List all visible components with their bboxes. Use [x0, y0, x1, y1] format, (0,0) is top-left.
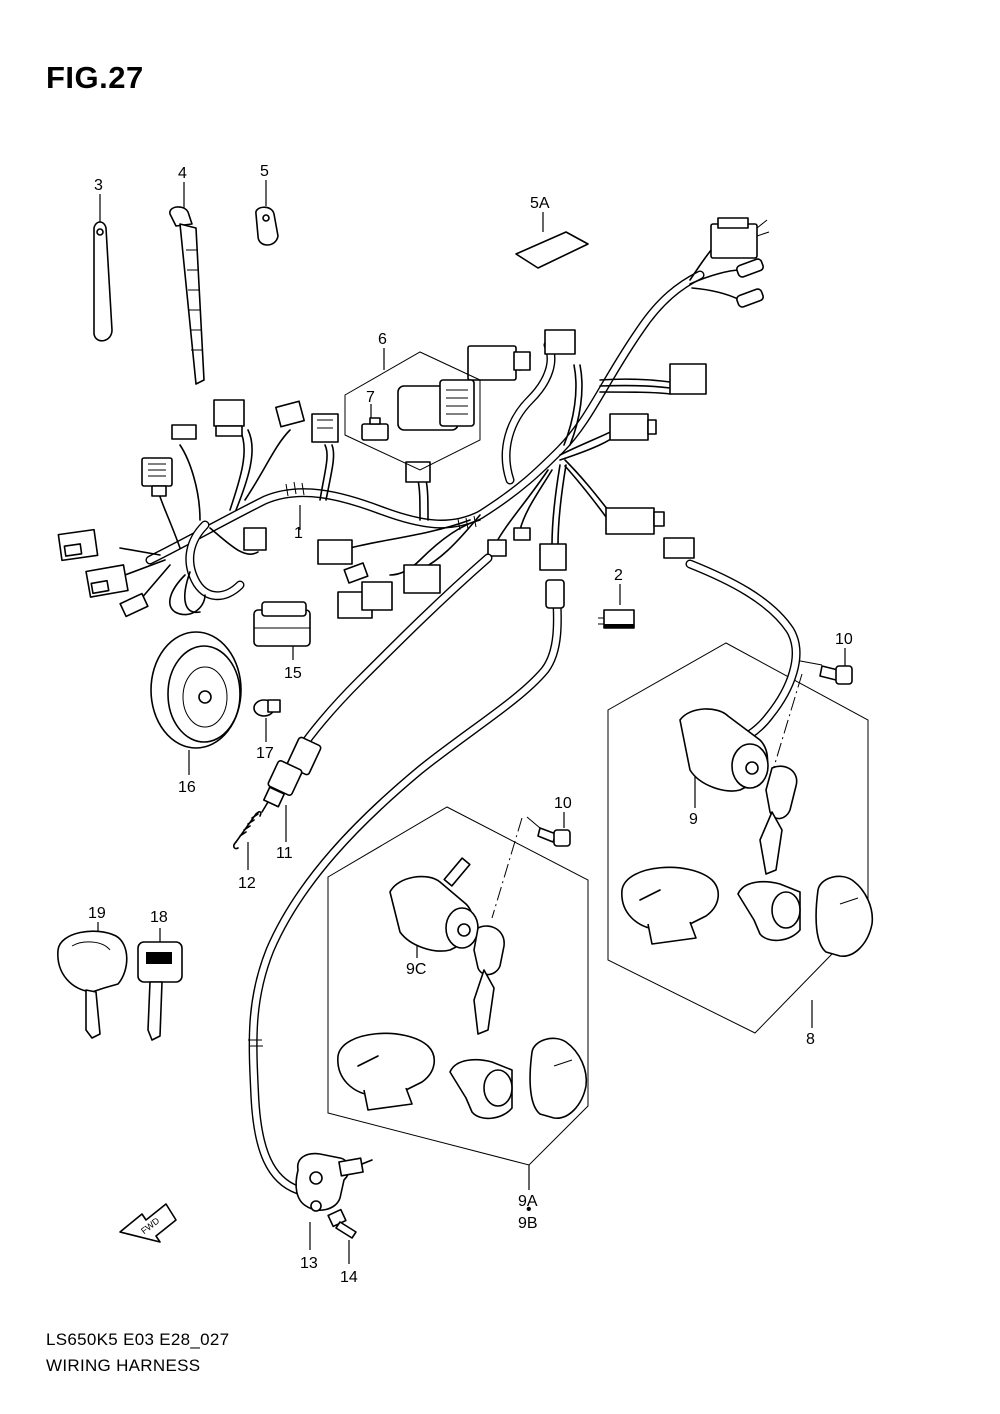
- part-label-13: 13: [300, 1255, 318, 1272]
- part-label-12: 12: [238, 875, 256, 892]
- part-label-17: 17: [256, 745, 274, 762]
- horn-bolt-part-17: [253, 699, 281, 717]
- part-label-15: 15: [284, 665, 302, 682]
- figure-title: FIG.27: [46, 60, 144, 95]
- terminal-connector-part-2: [598, 609, 635, 629]
- wire-band-part-3: [93, 221, 113, 342]
- part-label-9a: 9A: [518, 1193, 538, 1210]
- cable-tie-part-4: [169, 206, 205, 385]
- part-label-10-lower: 10: [554, 795, 572, 812]
- part-label-14: 14: [340, 1269, 358, 1286]
- part-label-7: 7: [366, 389, 375, 406]
- part-label-19: 19: [88, 905, 106, 922]
- harness-connectors: [57, 217, 770, 619]
- part-label-9b: 9B: [518, 1215, 538, 1232]
- kit-box-9c: [327, 806, 589, 1166]
- rear-brake-switch-part-13: [295, 1152, 373, 1212]
- brake-light-switch-part-11: [261, 736, 322, 813]
- part-label-10-upper: 10: [835, 631, 853, 648]
- sticker-part-5a: [515, 231, 589, 269]
- part-label-2: 2: [614, 567, 623, 584]
- part-label-8: 8: [806, 1031, 815, 1048]
- seat-lock-kit-9a-9b: [337, 1032, 588, 1120]
- ignition-switch-part-9c: [389, 857, 505, 1035]
- part-label-5: 5: [260, 163, 269, 180]
- part-label-4: 4: [178, 165, 187, 182]
- key-blank-part-19: [57, 930, 128, 1039]
- clamp-part-5: [255, 206, 279, 246]
- screw-part-10-upper: [819, 665, 853, 685]
- relay-part-15: [253, 601, 311, 647]
- ignition-switch-part-9: [679, 708, 798, 875]
- part-label-16: 16: [178, 779, 196, 796]
- kit-box-8: [607, 642, 869, 1034]
- part-label-9c: 9C: [406, 961, 426, 978]
- brake-switch-cable: [248, 553, 801, 1195]
- key-part-18: [137, 941, 183, 1041]
- part-label-11: 11: [276, 845, 293, 862]
- forward-direction-arrow-icon: FWD: [119, 1203, 177, 1243]
- part-label-9: 9: [689, 811, 698, 828]
- part-number-labels: 1 2 3 4 5 5A 6 7 8 9 9A • 9B 9C 10 10 11…: [88, 163, 853, 1286]
- horn-part-16: [150, 631, 242, 749]
- bolt-part-14: [327, 1208, 357, 1239]
- part-label-9a-9b-separator: •: [526, 1201, 532, 1218]
- part-label-6: 6: [378, 331, 387, 348]
- part-label-1: 1: [294, 525, 303, 542]
- section-name-caption: WIRING HARNESS: [46, 1356, 201, 1375]
- return-spring-part-12: [233, 811, 262, 850]
- seat-lock-kit-8: [621, 866, 874, 957]
- part-label-5a: 5A: [530, 195, 550, 212]
- main-wiring-harness: [119, 239, 741, 616]
- screw-part-10-lower: [537, 827, 571, 847]
- model-code-caption: LS650K5 E03 E28_027: [46, 1330, 230, 1349]
- part-label-3: 3: [94, 177, 103, 194]
- part-label-18: 18: [150, 909, 168, 926]
